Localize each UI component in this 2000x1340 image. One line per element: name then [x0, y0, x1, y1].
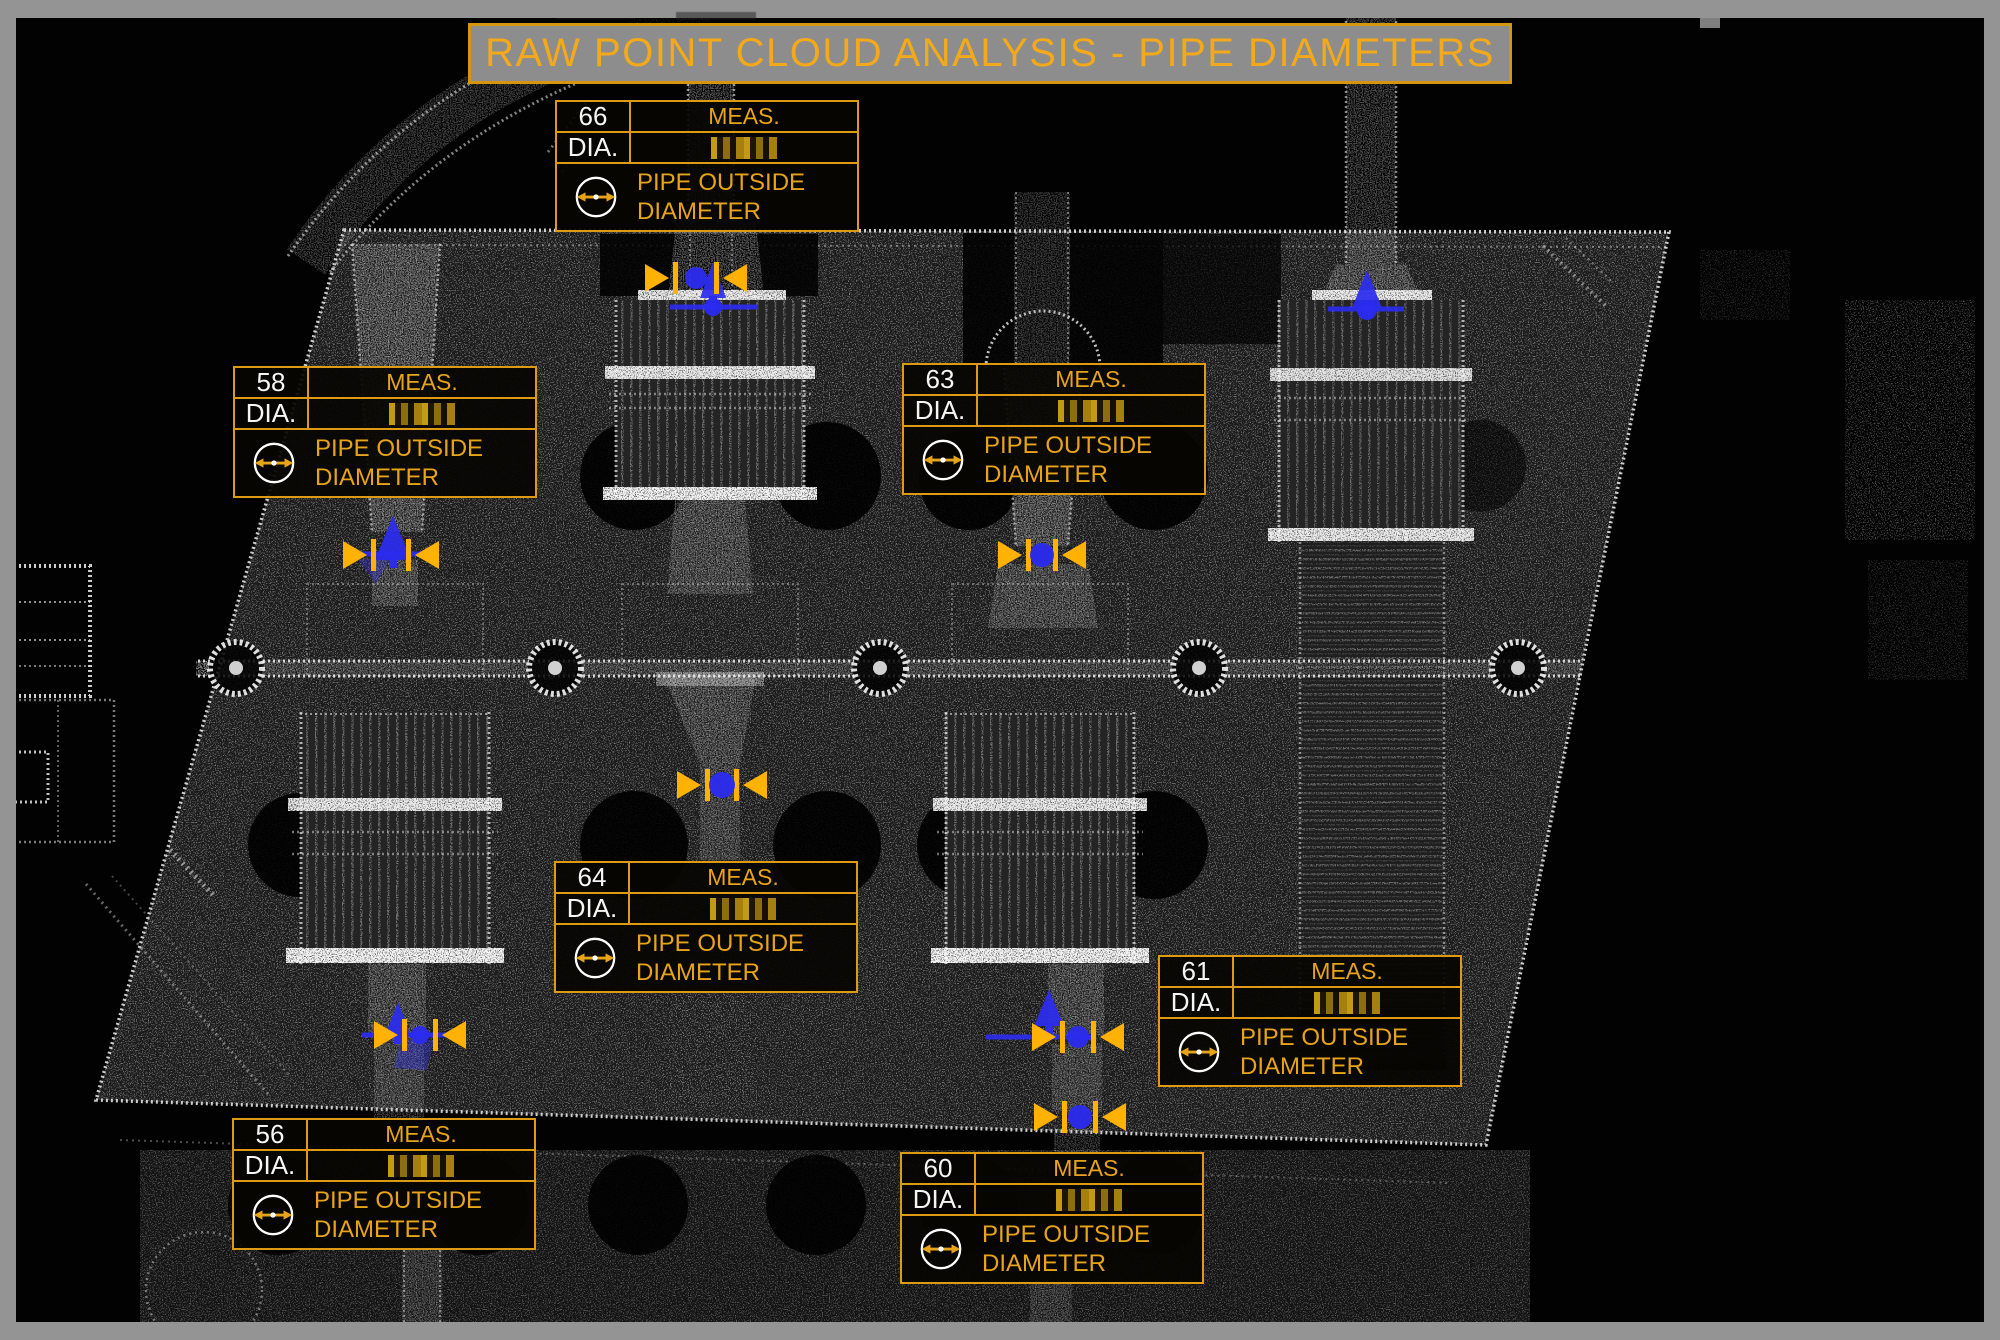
page-title: RAW POINT CLOUD ANALYSIS - PIPE DIAMETER… — [485, 31, 1495, 75]
callout-description-row: PIPE OUTSIDE DIAMETER — [902, 1216, 1202, 1282]
callout-meas-label: MEAS. — [976, 1154, 1202, 1185]
callout-meas-label: MEAS. — [308, 1120, 534, 1151]
callout-description-text: PIPE OUTSIDE DIAMETER — [315, 435, 484, 491]
pixelated-value-redaction — [1314, 991, 1380, 1014]
callout-meas-label: MEAS. — [631, 102, 857, 133]
callout-dia-label: DIA. — [235, 398, 309, 430]
callout-id: 56 — [234, 1119, 308, 1151]
callout-description-row: PIPE OUTSIDE DIAMETER — [556, 925, 856, 991]
callout-description-text: PIPE OUTSIDE DIAMETER — [314, 1187, 483, 1243]
callout-measured-value — [978, 396, 1204, 427]
measurement-callout-58[interactable]: 58 MEAS. DIA. PIPE OUTSIDE DIAMETER — [233, 366, 537, 498]
measurement-marker-60[interactable] — [1034, 1101, 1126, 1133]
callout-meas-label: MEAS. — [1234, 957, 1460, 988]
callout-measured-value — [1234, 988, 1460, 1019]
noise-blob — [1845, 300, 1975, 540]
measurement-marker-63[interactable] — [998, 539, 1086, 571]
pipe-diameter-icon — [572, 935, 618, 981]
callout-meas-label: MEAS. — [978, 365, 1204, 396]
callout-id: 60 — [902, 1153, 976, 1185]
pipe-diameter-icon — [1176, 1029, 1222, 1075]
callout-id: 66 — [557, 101, 631, 133]
callout-description-row: PIPE OUTSIDE DIAMETER — [1160, 1019, 1460, 1085]
measurement-callout-63[interactable]: 63 MEAS. DIA. PIPE OUTSIDE DIAMETER — [902, 363, 1206, 495]
measurement-marker-66[interactable] — [645, 262, 758, 316]
measurement-callout-61[interactable]: 61 MEAS. DIA. PIPE OUTSIDE DIAMETER — [1158, 955, 1462, 1087]
callout-measured-value — [308, 1151, 534, 1182]
manifold-pipe — [196, 639, 1582, 697]
pixelated-value-redaction — [1056, 1188, 1122, 1211]
pixelated-value-redaction — [710, 897, 776, 920]
pixelated-value-redaction — [711, 136, 777, 159]
pipe-flanges — [196, 639, 1547, 697]
measurement-callout-64[interactable]: 64 MEAS. DIA. PIPE OUTSIDE DIAMETER — [554, 861, 858, 993]
noise-blob — [1700, 250, 1790, 320]
pipe-diameter-icon — [251, 440, 297, 486]
pipe-diameter-icon — [920, 437, 966, 483]
callout-description-text: PIPE OUTSIDE DIAMETER — [637, 169, 806, 225]
callout-meas-label: MEAS. — [630, 863, 856, 894]
title-bar: RAW POINT CLOUD ANALYSIS - PIPE DIAMETER… — [468, 23, 1512, 84]
callout-id: 63 — [904, 364, 978, 396]
callout-meas-label: MEAS. — [309, 368, 535, 399]
callout-description-text: PIPE OUTSIDE DIAMETER — [984, 432, 1153, 488]
callout-dia-label: DIA. — [1160, 987, 1234, 1019]
callout-id: 64 — [556, 862, 630, 894]
callout-description-text: PIPE OUTSIDE DIAMETER — [1240, 1024, 1409, 1080]
measurement-marker-61[interactable] — [986, 990, 1124, 1053]
callout-measured-value — [976, 1185, 1202, 1216]
measurement-callout-60[interactable]: 60 MEAS. DIA. PIPE OUTSIDE DIAMETER — [900, 1152, 1204, 1284]
callout-measured-value — [309, 399, 535, 430]
measurement-marker-riser[interactable] — [1328, 270, 1404, 320]
measurement-marker-56[interactable] — [362, 1002, 466, 1051]
pixelated-value-redaction — [1058, 399, 1124, 422]
callout-dia-label: DIA. — [556, 893, 630, 925]
callout-id: 61 — [1160, 956, 1234, 988]
callout-description-row: PIPE OUTSIDE DIAMETER — [904, 427, 1204, 493]
pipe-diameter-icon — [250, 1192, 296, 1238]
callout-id: 58 — [235, 367, 309, 399]
callout-dia-label: DIA. — [902, 1184, 976, 1216]
callout-description-text: PIPE OUTSIDE DIAMETER — [982, 1221, 1151, 1277]
callout-dia-label: DIA. — [557, 132, 631, 164]
measurement-callout-56[interactable]: 56 MEAS. DIA. PIPE OUTSIDE DIAMETER — [232, 1118, 536, 1250]
noise-blob — [1868, 560, 1968, 680]
callout-measured-value — [630, 894, 856, 925]
callout-measured-value — [631, 133, 857, 164]
callout-description-row: PIPE OUTSIDE DIAMETER — [557, 164, 857, 230]
measurement-callout-66[interactable]: 66 MEAS. DIA. PIPE OUTSIDE DIAMETER — [555, 100, 859, 232]
callout-description-row: PIPE OUTSIDE DIAMETER — [235, 430, 535, 496]
callout-description-row: PIPE OUTSIDE DIAMETER — [234, 1182, 534, 1248]
pipe-diameter-icon — [918, 1226, 964, 1272]
callout-dia-label: DIA. — [234, 1150, 308, 1182]
measurement-marker-64[interactable] — [677, 769, 767, 801]
callout-description-text: PIPE OUTSIDE DIAMETER — [636, 930, 805, 986]
callout-dia-label: DIA. — [904, 395, 978, 427]
pixelated-value-redaction — [389, 402, 455, 425]
pipe-diameter-icon — [573, 174, 619, 220]
measurement-marker-58[interactable] — [343, 516, 439, 571]
pixelated-value-redaction — [388, 1154, 454, 1177]
